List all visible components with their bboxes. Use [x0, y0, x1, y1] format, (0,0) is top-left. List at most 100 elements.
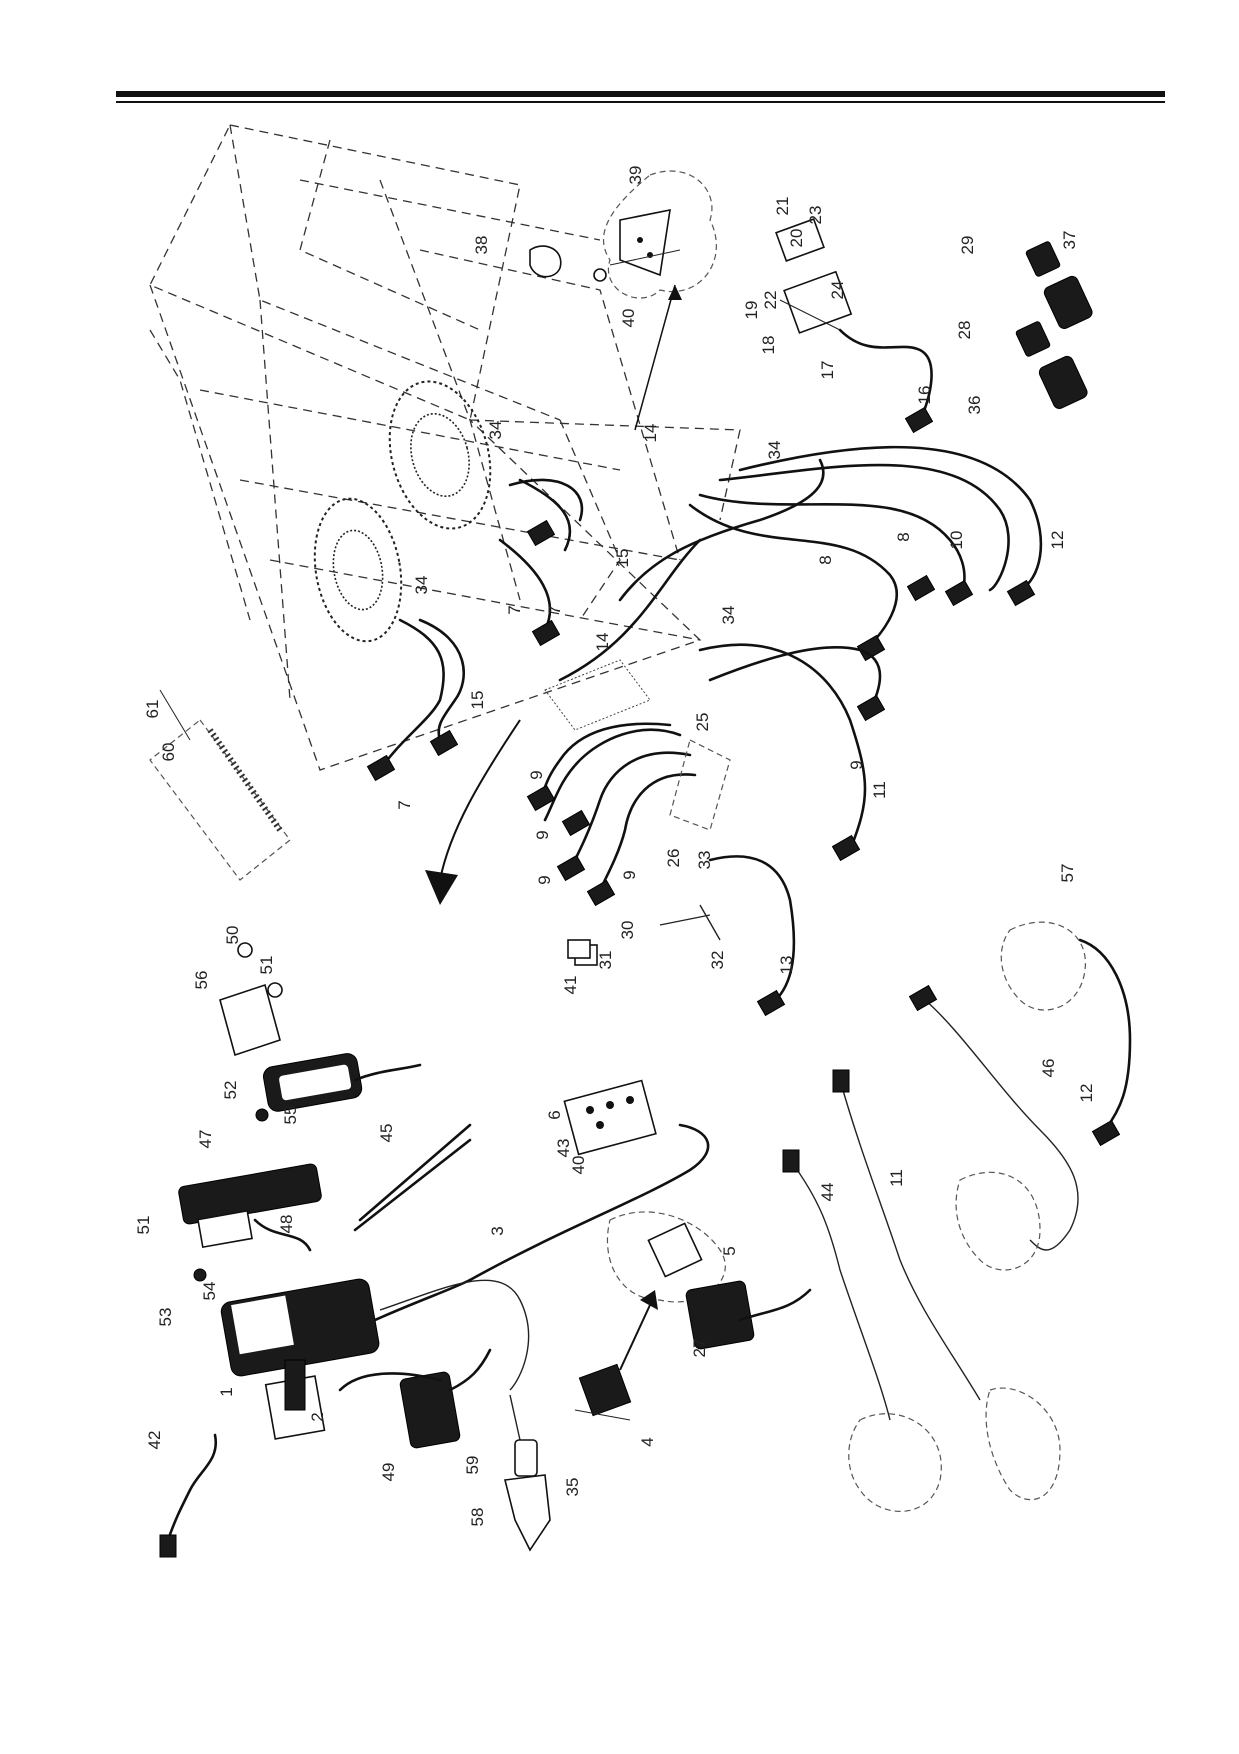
arrow-large: [425, 719, 521, 905]
callout-20: 20: [787, 229, 806, 248]
harness-16: [838, 328, 934, 434]
callout-27: 27: [690, 1339, 709, 1358]
callout-31: 31: [596, 951, 615, 970]
harness-7-15: [366, 478, 584, 782]
harness-bundle-8-10-12: [558, 445, 1043, 682]
callout-9: 9: [527, 770, 546, 779]
callout-43: 43: [554, 1139, 573, 1158]
callout-34: 34: [486, 421, 505, 440]
callout-3: 3: [488, 1226, 507, 1235]
callout-21: 21: [773, 197, 792, 216]
callout-16: 16: [915, 386, 934, 405]
callout-26: 26: [664, 849, 683, 868]
callout-38: 38: [472, 236, 491, 255]
harness-42: [159, 1433, 218, 1558]
callout-17: 17: [818, 361, 837, 380]
plug-58-59: [504, 1394, 551, 1552]
callout-53: 53: [156, 1308, 175, 1327]
arrow-bracket: [634, 284, 682, 431]
plug-set-28-29-36-37: [1015, 241, 1093, 409]
callout-4: 4: [638, 1437, 657, 1446]
callout-42: 42: [145, 1431, 164, 1450]
callout-35: 35: [563, 1478, 582, 1497]
callout-9: 9: [847, 760, 866, 769]
rotor-disc-upper: [388, 380, 492, 530]
rotor-disc-lower: [313, 497, 403, 643]
callout-25: 25: [693, 713, 712, 732]
switch-27: [606, 1211, 812, 1350]
callout-60: 60: [159, 743, 178, 762]
callout-9: 9: [620, 870, 639, 879]
callout-11: 11: [887, 1169, 906, 1187]
callout-7: 7: [545, 605, 564, 614]
callout-1: 1: [217, 1387, 236, 1396]
callout-11: 11: [870, 781, 889, 799]
callout-12: 12: [1048, 531, 1067, 550]
callout-44: 44: [818, 1183, 837, 1202]
callout-22: 22: [761, 291, 780, 310]
callout-14: 14: [593, 633, 612, 652]
callout-15: 15: [613, 549, 632, 568]
callout-14: 14: [641, 424, 660, 443]
light-bar-47: [178, 1163, 322, 1282]
callout-32: 32: [708, 951, 727, 970]
callout-2: 2: [308, 1412, 327, 1421]
header-rule-thick: [116, 91, 1165, 97]
control-console-1: [220, 1278, 530, 1391]
callout-10: 10: [947, 531, 966, 550]
callout-9: 9: [533, 830, 552, 839]
callout-30: 30: [618, 921, 637, 940]
callout-59: 59: [463, 1456, 482, 1475]
callout-49: 49: [379, 1463, 398, 1482]
callout-29: 29: [958, 236, 977, 255]
callout-57: 57: [1058, 864, 1077, 883]
power-supply-49: [338, 1348, 492, 1449]
callout-9: 9: [535, 875, 554, 884]
callout-8: 8: [894, 532, 913, 541]
callout-36: 36: [965, 396, 984, 415]
auger-60-61: [149, 689, 291, 881]
header-rule-thin: [116, 101, 1165, 103]
callout-5: 5: [720, 1246, 739, 1255]
bracket-39: [603, 170, 717, 299]
grid-plate: [544, 659, 651, 731]
bracket-41: [567, 939, 591, 959]
callout-28: 28: [955, 321, 974, 340]
callout-41: 41: [561, 976, 580, 995]
callout-52: 52: [221, 1081, 240, 1100]
harness-9-upper: [698, 643, 886, 862]
callout-55: 55: [281, 1106, 300, 1125]
callout-61: 61: [143, 700, 162, 719]
callout-39: 39: [626, 166, 645, 185]
callout-23: 23: [806, 206, 825, 225]
callout-50: 50: [223, 926, 242, 945]
callout-33: 33: [695, 851, 714, 870]
harness-13: [574, 855, 796, 1017]
harness-46-12: [908, 921, 1132, 1271]
callout-51: 51: [134, 1216, 153, 1235]
switch-module-17-24: [775, 218, 853, 334]
harness-44-11: [782, 1069, 1061, 1512]
callout-45: 45: [377, 1124, 396, 1143]
callout-48: 48: [277, 1215, 296, 1234]
callout-58: 58: [468, 1508, 487, 1527]
callout-47: 47: [196, 1130, 215, 1149]
callout-19: 19: [742, 301, 761, 320]
callout-34: 34: [765, 441, 784, 460]
callout-34: 34: [412, 576, 431, 595]
callout-15: 15: [468, 691, 487, 710]
callout-8: 8: [816, 555, 835, 564]
callout-24: 24: [828, 281, 847, 300]
joystick-2: [264, 1359, 326, 1440]
callout-40: 40: [619, 309, 638, 328]
control-panel-55-56: [219, 942, 422, 1122]
callout-51: 51: [257, 956, 276, 975]
callout-7: 7: [395, 800, 414, 809]
callout-37: 37: [1060, 231, 1079, 250]
machine-frame-outline: [149, 124, 741, 771]
clamp-38-40: [529, 245, 681, 282]
callout-34: 34: [719, 606, 738, 625]
